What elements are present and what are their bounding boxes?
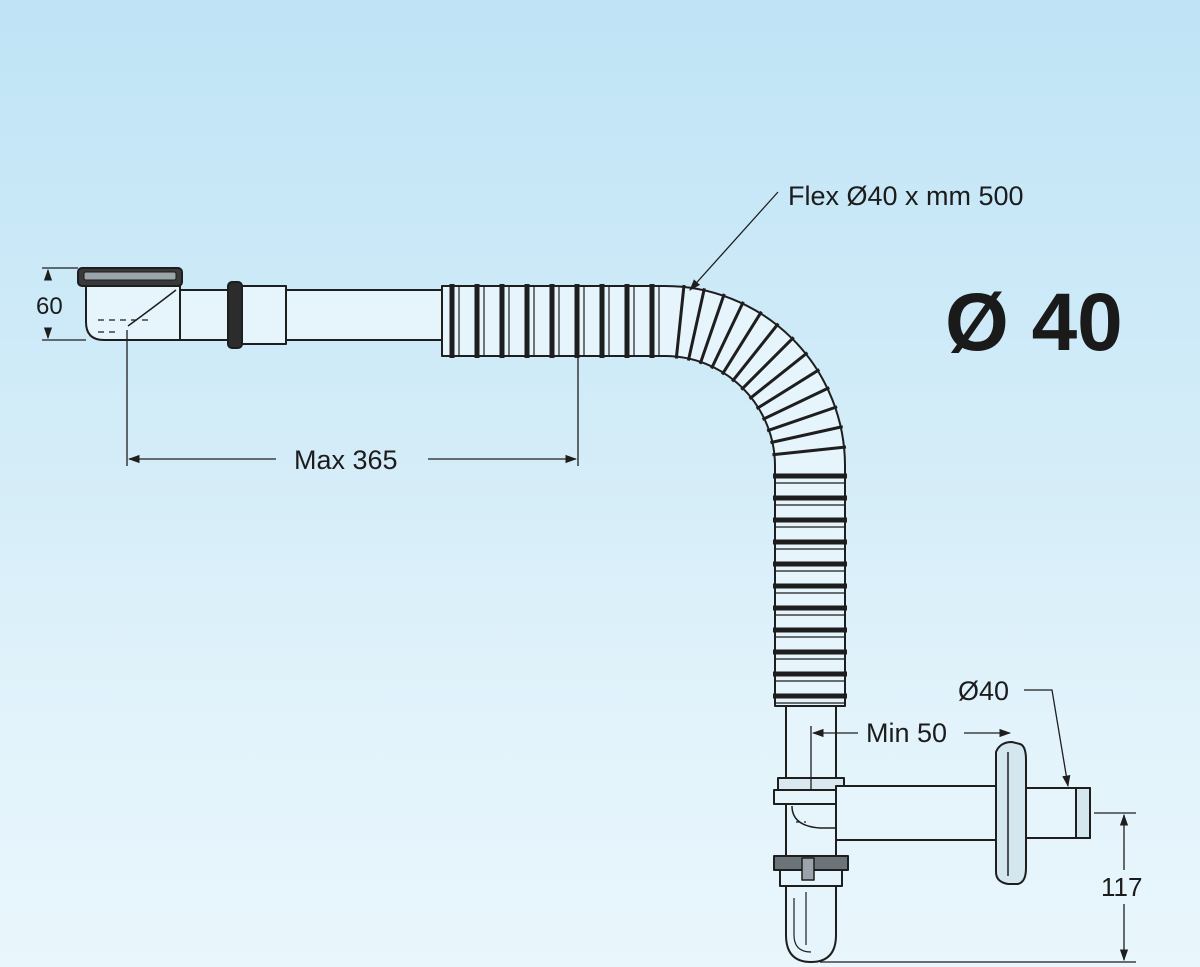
outlet-height-label: 117: [1101, 872, 1142, 902]
outlet-pipe: [835, 741, 1091, 885]
hose-rib: [740, 336, 795, 391]
min-offset-label: Min 50: [866, 718, 947, 748]
hose-rib: [674, 284, 686, 359]
hose-rib: [710, 301, 745, 370]
hose-rib: [761, 386, 830, 421]
hose-rib: [686, 287, 706, 361]
bottle-trap: [773, 777, 849, 963]
outlet-diameter-label: Ø40: [958, 676, 1009, 706]
sink-drain: [77, 267, 183, 341]
hose-rib: [720, 310, 763, 376]
max-length-label: Max 365: [294, 445, 398, 475]
hose-rib: [772, 445, 847, 457]
hose-rib: [698, 293, 726, 365]
hose-rib: [770, 425, 844, 445]
horizontal-pipe: [179, 281, 443, 349]
hose-spec-label: Flex Ø40 x mm 500: [788, 181, 1024, 211]
hose-rib: [755, 368, 821, 411]
hose-rib: [748, 351, 809, 400]
hose-rib: [731, 322, 780, 383]
hose-rib: [766, 405, 838, 433]
trap-height-label: 60: [36, 293, 63, 320]
diameter-badge: Ø 40: [945, 277, 1123, 368]
